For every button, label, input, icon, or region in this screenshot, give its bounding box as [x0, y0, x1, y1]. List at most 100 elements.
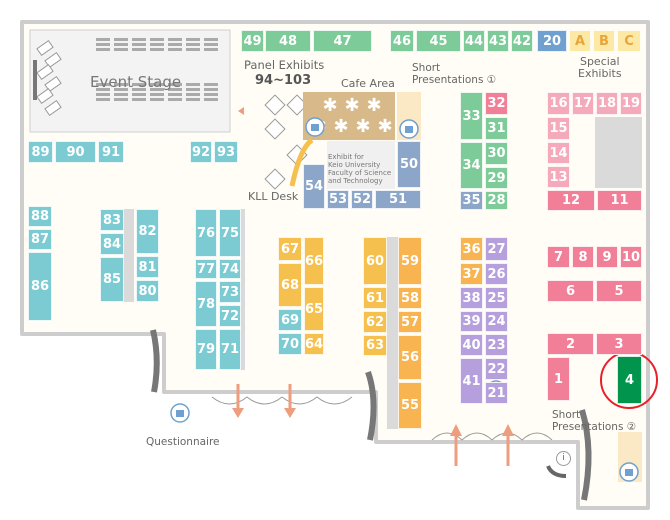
panel-exhibit: [264, 168, 286, 190]
booth-37[interactable]: 37: [460, 263, 483, 285]
booth-b[interactable]: B: [593, 30, 615, 52]
booth-32[interactable]: 32: [485, 92, 508, 115]
booth-58[interactable]: 58: [398, 287, 422, 309]
booth-60[interactable]: 60: [363, 237, 387, 285]
booth-49[interactable]: 49: [241, 30, 264, 52]
booth-52[interactable]: 52: [351, 190, 373, 209]
booth-87[interactable]: 87: [28, 229, 52, 250]
booth-64[interactable]: 64: [304, 333, 324, 355]
booth-12[interactable]: 12: [547, 190, 595, 211]
booth-92[interactable]: 92: [190, 141, 212, 163]
booth-85[interactable]: 85: [100, 257, 124, 302]
booth-59[interactable]: 59: [398, 237, 422, 285]
booth-72[interactable]: 72: [219, 305, 241, 327]
booth-48[interactable]: 48: [265, 30, 311, 52]
booth-18[interactable]: 18: [596, 92, 618, 115]
booth-57[interactable]: 57: [398, 311, 422, 333]
booth-35[interactable]: 35: [460, 191, 483, 210]
booth-10[interactable]: 10: [620, 246, 642, 268]
booth-93[interactable]: 93: [214, 141, 238, 163]
booth-44[interactable]: 44: [463, 30, 485, 52]
booth-66[interactable]: 66: [304, 237, 324, 285]
booth-7[interactable]: 7: [547, 246, 570, 268]
booth-88[interactable]: 88: [28, 206, 52, 227]
booth-29[interactable]: 29: [485, 167, 508, 189]
booth-16[interactable]: 16: [547, 92, 570, 115]
booth-84[interactable]: 84: [100, 233, 124, 255]
booth-c[interactable]: C: [617, 30, 641, 52]
booth-6[interactable]: 6: [547, 280, 594, 302]
booth-30[interactable]: 30: [485, 142, 508, 165]
booth-63[interactable]: 63: [363, 335, 387, 356]
booth-8[interactable]: 8: [572, 246, 594, 268]
booth-61[interactable]: 61: [363, 287, 387, 309]
booth-41[interactable]: 41: [460, 358, 483, 404]
booth-69[interactable]: 69: [278, 309, 302, 331]
booth-75[interactable]: 75: [219, 209, 241, 257]
booth-47[interactable]: 47: [313, 30, 372, 52]
booth-71[interactable]: 71: [219, 329, 241, 370]
booth-56[interactable]: 56: [398, 335, 422, 380]
booth-40[interactable]: 40: [460, 334, 483, 356]
booth-82[interactable]: 82: [136, 209, 159, 254]
booth-80[interactable]: 80: [136, 280, 159, 302]
booth-22[interactable]: 22: [485, 358, 508, 380]
booth-53[interactable]: 53: [327, 190, 349, 209]
booth-34[interactable]: 34: [460, 142, 483, 189]
booth-81[interactable]: 81: [136, 256, 159, 278]
booth-24[interactable]: 24: [485, 311, 508, 332]
booth-90[interactable]: 90: [55, 141, 96, 163]
booth-74[interactable]: 74: [219, 259, 241, 279]
booth-45[interactable]: 45: [416, 30, 461, 52]
booth-78[interactable]: 78: [195, 281, 217, 327]
booth-42[interactable]: 42: [511, 30, 533, 52]
booth-13[interactable]: 13: [547, 166, 570, 188]
booth-91[interactable]: 91: [98, 141, 124, 163]
booth-15[interactable]: 15: [547, 117, 570, 140]
booth-77[interactable]: 77: [195, 259, 217, 279]
booth-19[interactable]: 19: [620, 92, 642, 115]
booth-55[interactable]: 55: [398, 382, 422, 429]
booth-39[interactable]: 39: [460, 311, 483, 332]
booth-23[interactable]: 23: [485, 334, 508, 356]
booth-9[interactable]: 9: [596, 246, 618, 268]
booth-79[interactable]: 79: [195, 329, 217, 370]
booth-83[interactable]: 83: [100, 209, 124, 231]
booth-a[interactable]: A: [569, 30, 591, 52]
booth-36[interactable]: 36: [460, 237, 483, 261]
booth-11[interactable]: 11: [597, 190, 642, 211]
booth-46[interactable]: 46: [390, 30, 414, 52]
booth-17[interactable]: 17: [572, 92, 594, 115]
booth-50[interactable]: 50: [397, 141, 421, 188]
kll-desk-label: KLL Desk: [248, 190, 299, 203]
booth-4[interactable]: 4: [617, 356, 642, 404]
booth-28[interactable]: 28: [485, 191, 508, 210]
panel-exhibit: [286, 94, 308, 116]
booth-70[interactable]: 70: [278, 333, 302, 355]
booth-2[interactable]: 2: [547, 333, 594, 355]
booth-89[interactable]: 89: [28, 141, 53, 163]
presenter-icon-body: [176, 410, 184, 417]
booth-5[interactable]: 5: [596, 280, 642, 302]
booth-31[interactable]: 31: [485, 117, 508, 140]
booth-67[interactable]: 67: [278, 237, 302, 261]
booth-14[interactable]: 14: [547, 142, 570, 164]
booth-1[interactable]: 1: [547, 357, 570, 401]
booth-27[interactable]: 27: [485, 237, 508, 261]
booth-21[interactable]: 21: [485, 382, 508, 404]
booth-73[interactable]: 73: [219, 281, 241, 303]
booth-76[interactable]: 76: [195, 209, 217, 257]
booth-68[interactable]: 68: [278, 263, 302, 307]
booth-25[interactable]: 25: [485, 287, 508, 309]
booth-86[interactable]: 86: [28, 252, 52, 321]
booth-26[interactable]: 26: [485, 263, 508, 285]
booth-65[interactable]: 65: [304, 287, 324, 331]
booth-62[interactable]: 62: [363, 311, 387, 333]
booth-54[interactable]: 54: [303, 164, 325, 209]
booth-38[interactable]: 38: [460, 287, 483, 309]
booth-51[interactable]: 51: [375, 190, 421, 209]
booth-20[interactable]: 20: [537, 30, 567, 52]
booth-33[interactable]: 33: [460, 92, 483, 140]
booth-43[interactable]: 43: [487, 30, 509, 52]
booth-3[interactable]: 3: [596, 333, 642, 355]
